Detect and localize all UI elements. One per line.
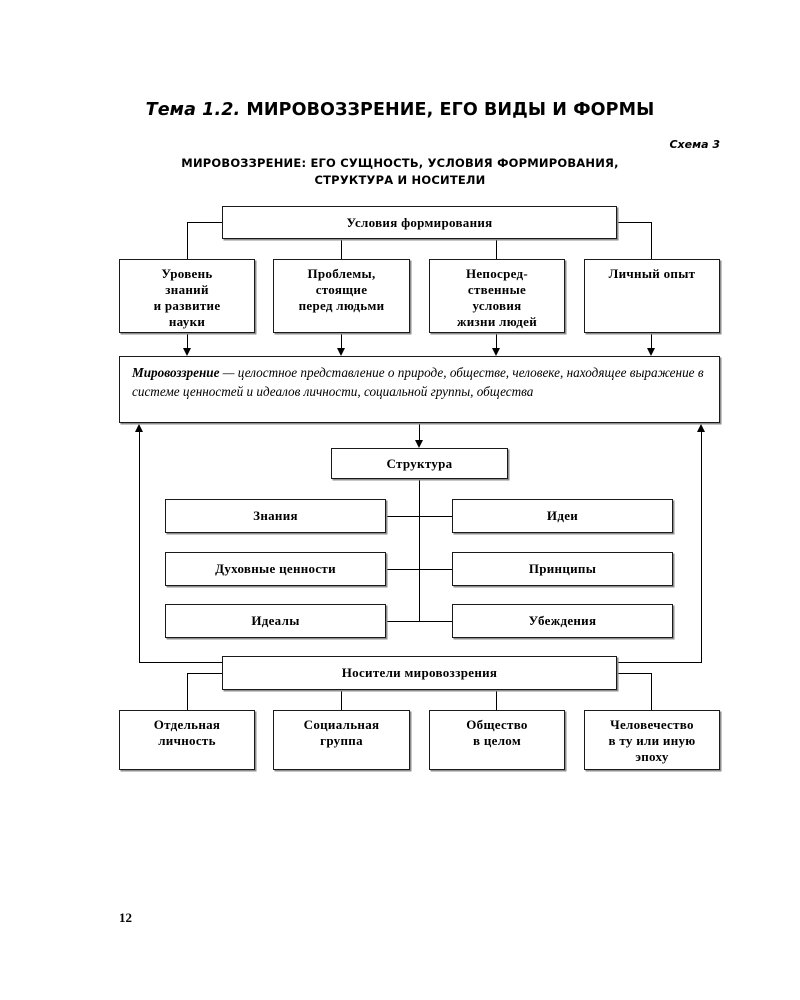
connector-cond3-to-def — [496, 333, 497, 349]
connector-bearers-to-def-left-h — [139, 662, 223, 663]
structure-left-box-3[interactable]: Идеалы — [165, 604, 386, 638]
structure-header-label: Структура — [386, 455, 453, 471]
structure-left-box-2[interactable]: Духовные ценности — [165, 552, 386, 586]
structure-left-box-1[interactable]: Знания — [165, 499, 386, 533]
bearers-header-box[interactable]: Носители мировоззрения — [222, 656, 617, 690]
conditions-item-label-3: Непосред- ственные условия жизни людей — [457, 266, 537, 329]
connector-bearers-inner1-v — [341, 690, 342, 710]
connector-cond1-to-def — [187, 333, 188, 349]
connector-bearers-left-h — [187, 673, 223, 674]
connector-structure-spine — [419, 479, 420, 622]
conditions-item-label-2: Проблемы, стоящие перед людьми — [298, 266, 385, 313]
bearers-item-box-4[interactable]: Человечество в ту или иную эпоху — [584, 710, 720, 770]
connector-bearers-to-def-right-v — [701, 432, 702, 662]
connector-conditions-inner2-v — [496, 239, 497, 259]
arrow-bearers-to-def-left — [135, 424, 143, 432]
topic-number: Тема 1.2. — [145, 100, 241, 120]
structure-right-label-1: Идеи — [546, 508, 579, 523]
structure-left-label-1: Знания — [253, 508, 298, 523]
connector-bearers-right-v — [651, 673, 652, 710]
definition-text: Мировоззрение — целостное представление … — [132, 365, 704, 399]
definition-dash: — — [219, 365, 238, 380]
structure-right-label-2: Принципы — [528, 561, 597, 576]
conditions-item-label-4: Личный опыт — [608, 266, 696, 281]
conditions-item-box-1[interactable]: Уровень знаний и развитие науки — [119, 259, 255, 333]
connector-structure-rung-1 — [386, 516, 453, 517]
conditions-item-box-2[interactable]: Проблемы, стоящие перед людьми — [273, 259, 410, 333]
conditions-header-label: Условия формирования — [346, 214, 493, 230]
bearers-header-label: Носители мировоззрения — [341, 665, 498, 680]
structure-right-box-1[interactable]: Идеи — [452, 499, 673, 533]
scheme-caption: МИРОВОЗЗРЕНИЕ: ЕГО СУЩНОСТЬ, УСЛОВИЯ ФОР… — [120, 155, 680, 189]
definition-body: целостное представление о природе, общес… — [132, 365, 704, 399]
structure-left-label-3: Идеалы — [251, 613, 300, 628]
definition-box[interactable]: Мировоззрение — целостное представление … — [119, 356, 720, 423]
page-number: 12 — [119, 910, 132, 925]
structure-right-box-2[interactable]: Принципы — [452, 552, 673, 586]
conditions-header-box[interactable]: Условия формирования — [222, 206, 617, 239]
bearers-item-label-3: Общество в целом — [466, 717, 528, 748]
connector-conditions-inner1-v — [341, 239, 342, 259]
connector-bearers-right-h — [616, 673, 652, 674]
connector-conditions-left-h — [187, 222, 223, 223]
bearers-item-box-1[interactable]: Отдельная личность — [119, 710, 255, 770]
connector-bearers-to-def-right-h — [617, 662, 702, 663]
connector-conditions-left-v — [187, 222, 188, 259]
scheme-label: Схема 3 — [669, 138, 720, 151]
conditions-item-box-3[interactable]: Непосред- ственные условия жизни людей — [429, 259, 565, 333]
connector-bearers-left-v — [187, 673, 188, 710]
structure-right-label-3: Убеждения — [528, 613, 597, 628]
arrow-cond2-to-def — [337, 348, 345, 356]
connector-cond2-to-def — [341, 333, 342, 349]
bearers-item-label-1: Отдельная личность — [153, 717, 221, 748]
connector-structure-rung-2 — [386, 569, 453, 570]
topic-title-text: МИРОВОЗЗРЕНИЕ, ЕГО ВИДЫ И ФОРМЫ — [240, 100, 655, 120]
connector-cond4-to-def — [651, 333, 652, 349]
arrow-def-to-structure — [415, 440, 423, 448]
bearers-item-box-2[interactable]: Социальная группа — [273, 710, 410, 770]
structure-right-box-3[interactable]: Убеждения — [452, 604, 673, 638]
page-title: Тема 1.2. МИРОВОЗЗРЕНИЕ, ЕГО ВИДЫ И ФОРМ… — [0, 100, 800, 120]
definition-term: Мировоззрение — [132, 365, 220, 380]
arrow-bearers-to-def-right — [697, 424, 705, 432]
scheme-caption-line-1: МИРОВОЗЗРЕНИЕ: ЕГО СУЩНОСТЬ, УСЛОВИЯ ФОР… — [181, 156, 619, 170]
connector-conditions-right-h — [616, 222, 652, 223]
arrow-cond3-to-def — [492, 348, 500, 356]
connector-structure-rung-3 — [386, 621, 453, 622]
structure-left-label-2: Духовные ценности — [215, 561, 336, 576]
connector-bearers-inner2-v — [496, 690, 497, 710]
bearers-item-label-4: Человечество в ту или иную эпоху — [608, 717, 696, 764]
scheme-caption-line-2: СТРУКТУРА И НОСИТЕЛИ — [314, 173, 486, 187]
structure-header-box[interactable]: Структура — [331, 448, 508, 479]
connector-conditions-right-v — [651, 222, 652, 259]
connector-bearers-to-def-left-v — [139, 432, 140, 662]
bearers-item-box-3[interactable]: Общество в целом — [429, 710, 565, 770]
conditions-item-label-1: Уровень знаний и развитие науки — [153, 266, 221, 329]
connector-def-to-structure — [419, 423, 420, 440]
bearers-item-label-2: Социальная группа — [303, 717, 380, 748]
arrow-cond4-to-def — [647, 348, 655, 356]
arrow-cond1-to-def — [183, 348, 191, 356]
conditions-item-box-4[interactable]: Личный опыт — [584, 259, 720, 333]
